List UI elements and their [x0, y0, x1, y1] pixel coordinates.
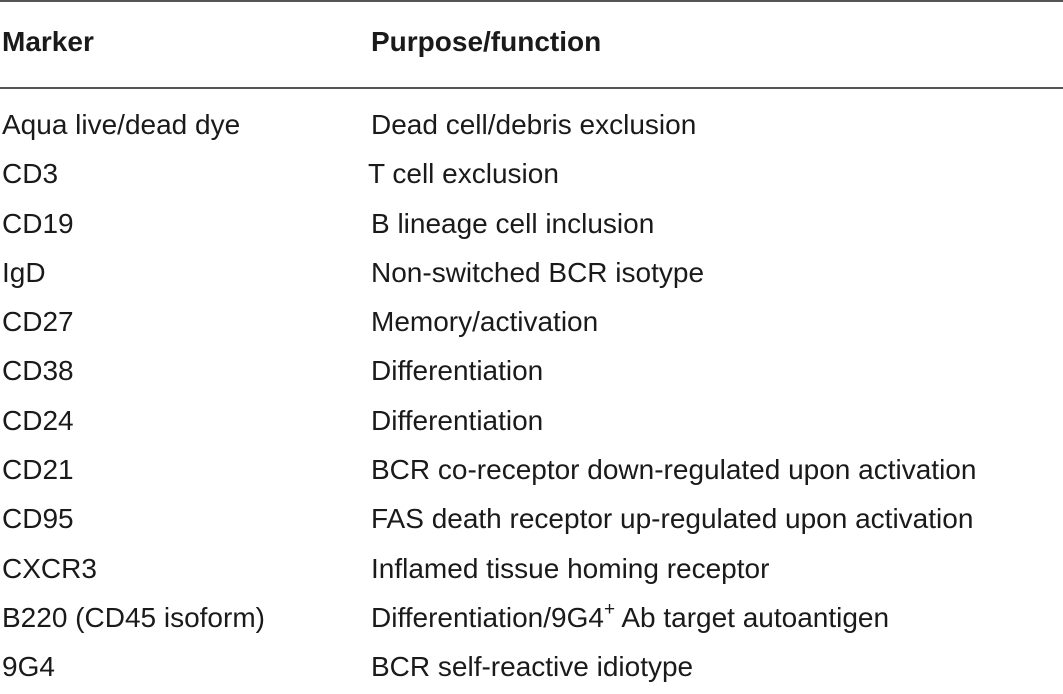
table-row: CD38 Differentiation [0, 348, 1063, 397]
purpose-cell: BCR self-reactive idiotype [371, 651, 694, 683]
header-marker: Marker [2, 26, 94, 57]
table-row: CXCR3 Inflamed tissue homing receptor [0, 546, 1063, 595]
table-row: CD3 T cell exclusion [0, 151, 1063, 200]
marker-cell: CD24 [2, 404, 74, 436]
table-row: CD21 BCR co-receptor down-regulated upon… [0, 447, 1063, 496]
marker-cell: CD27 [2, 306, 74, 338]
table-row: IgD Non-switched BCR isotype [0, 250, 1063, 299]
table-row: Aqua live/dead dye Dead cell/debris excl… [0, 102, 1063, 151]
marker-cell: CD19 [2, 207, 74, 239]
marker-cell: CD3 [2, 158, 59, 190]
purpose-cell: Differentiation [371, 355, 544, 387]
marker-cell: CXCR3 [2, 552, 97, 584]
table-body: Aqua live/dead dye Dead cell/debris excl… [0, 102, 1063, 694]
purpose-cell: Differentiation/9G4+ Ab target autoantig… [371, 595, 889, 641]
purpose-cell: Non-switched BCR isotype [371, 256, 705, 288]
marker-cell: IgD [2, 256, 46, 288]
table-row: CD24 Differentiation [0, 398, 1063, 447]
table-header-row: Marker Purpose/function [0, 20, 1063, 64]
purpose-cell: Dead cell/debris exclusion [371, 109, 697, 140]
purpose-cell: Inflamed tissue homing receptor [371, 552, 770, 584]
marker-cell: CD38 [2, 355, 74, 387]
header-purpose: Purpose/function [371, 26, 602, 57]
table-row: 9G4 BCR self-reactive idiotype [0, 644, 1063, 693]
purpose-cell: FAS death receptor up-regulated upon act… [371, 503, 974, 535]
table-row: B220 (CD45 isoform) Differentiation/9G4+… [0, 595, 1063, 644]
marker-cell: CD21 [2, 454, 74, 486]
purpose-cell: Memory/activation [371, 306, 599, 338]
purpose-cell: Differentiation [371, 404, 544, 436]
marker-cell: Aqua live/dead dye [2, 109, 241, 140]
table-row: CD27 Memory/activation [0, 299, 1063, 348]
superscript-plus: + [603, 598, 616, 620]
purpose-cell: BCR co-receptor down-regulated upon acti… [371, 454, 977, 486]
table-top-rule [0, 0, 1063, 2]
purpose-cell: T cell exclusion [368, 158, 559, 190]
marker-cell: CD95 [2, 503, 74, 535]
table-row: CD19 B lineage cell inclusion [0, 201, 1063, 250]
table-header-rule [0, 87, 1063, 89]
purpose-cell: B lineage cell inclusion [371, 207, 655, 239]
table-row: CD95 FAS death receptor up-regulated upo… [0, 496, 1063, 545]
marker-cell: 9G4 [2, 651, 55, 683]
purpose-text: Ab target autoantigen [615, 601, 890, 633]
marker-cell: B220 (CD45 isoform) [2, 601, 265, 633]
purpose-text: Differentiation/9G4 [371, 601, 604, 633]
